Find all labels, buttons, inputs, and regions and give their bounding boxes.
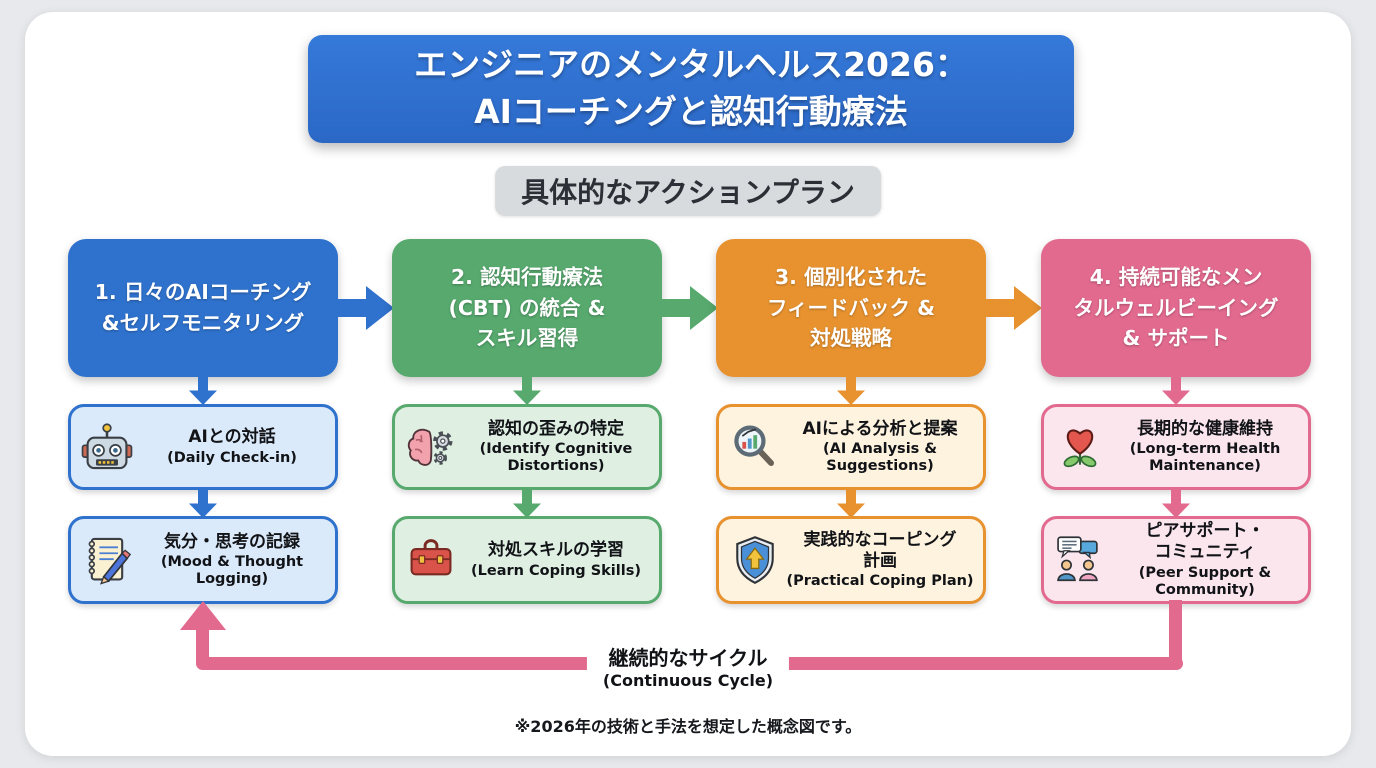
cycle-stem-right	[1169, 600, 1182, 664]
card-text: ピアサポート・ コミュニティ (Peer Support & Community…	[1108, 519, 1302, 601]
magnifier-chart-icon	[734, 425, 774, 466]
card-en-label: (Practical Coping Plan)	[786, 573, 974, 590]
card-en-label: (Mood & Thought Logging)	[160, 554, 304, 588]
cycle-label-en: (Continuous Cycle)	[602, 671, 774, 690]
title-line-1: エンジニアのメンタルヘルス2026：	[414, 45, 968, 85]
card-en-label: (Long-term Health Maintenance)	[1129, 441, 1281, 475]
card-en-label: (AI Analysis & Suggestions)	[823, 441, 937, 475]
card-jp-label: 実践的なコーピング	[803, 529, 957, 550]
card-text: AIとの対話 (Daily Check-in)	[135, 407, 329, 487]
card-identify-distortions: 認知の歪みの特定 (Identify Cognitive Distortions…	[392, 404, 662, 490]
step4-header-line: 4. 持続可能なメン	[1089, 264, 1263, 289]
card-en-label: (Peer Support & Community)	[1138, 564, 1272, 598]
flow-arrow-down-icon	[189, 489, 217, 518]
step3-header-line: 対処戦略	[810, 326, 892, 351]
flow-arrow-down-icon	[189, 376, 217, 405]
flow-arrow-down-icon	[1162, 489, 1190, 518]
card-jp-label: 気分・思考の記録	[164, 531, 300, 552]
subtitle-badge: 具体的なアクションプラン	[495, 166, 881, 216]
card-daily-checkin: AIとの対話 (Daily Check-in)	[68, 404, 338, 490]
step1-header: 1. 日々のAIコーチング &セルフモニタリング	[68, 239, 338, 377]
card-ai-analysis: AIによる分析と提案 (AI Analysis & Suggestions)	[716, 404, 986, 490]
content-card: エンジニアのメンタルヘルス2026： AIコーチングと認知行動療法 具体的なアク…	[25, 12, 1351, 756]
flow-arrow-down-icon	[513, 489, 541, 518]
card-text: 気分・思考の記録 (Mood & Thought Logging)	[135, 519, 329, 601]
card-jp-label: コミュニティ	[1154, 542, 1256, 563]
card-jp-label: ピアサポート・	[1145, 521, 1265, 542]
step2-header-line: スキル習得	[475, 326, 579, 351]
card-long-term-health: 長期的な健康維持 (Long-term Health Maintenance)	[1041, 404, 1311, 490]
card-learn-coping-skills: 対処スキルの学習 (Learn Coping Skills)	[392, 516, 662, 604]
card-jp-label: AIとの対話	[188, 427, 276, 448]
flow-arrow-right-icon	[984, 286, 1042, 330]
card-jp-label: AIによる分析と提案	[802, 418, 958, 439]
step2-header-line: 2. 認知行動療法	[450, 264, 604, 289]
footnote: ※2026年の技術と手法を想定した概念図です。	[514, 717, 862, 736]
people-chat-icon	[1057, 536, 1098, 582]
heart-plant-icon	[1063, 429, 1097, 468]
step4-header: 4. 持続可能なメン タルウェルビーイング & サポート	[1041, 239, 1311, 377]
card-en-label: (Daily Check-in)	[167, 449, 297, 466]
card-text: 長期的な健康維持 (Long-term Health Maintenance)	[1108, 407, 1302, 487]
step3-header-line: 3. 個別化された	[774, 264, 928, 289]
toolbox-icon	[410, 539, 452, 576]
flow-arrow-right-icon	[336, 286, 394, 330]
title-banner: エンジニアのメンタルヘルス2026： AIコーチングと認知行動療法	[308, 35, 1074, 143]
card-text: AIによる分析と提案 (AI Analysis & Suggestions)	[783, 407, 977, 487]
step1-header-line: 1. 日々のAIコーチング	[94, 280, 312, 305]
flow-arrow-down-icon	[1162, 376, 1190, 405]
robot-icon	[81, 423, 133, 470]
card-en-label: (Identify Cognitive Distortions)	[479, 441, 633, 475]
cycle-arrowhead-up-icon	[180, 601, 226, 630]
notebook-pencil-icon	[88, 537, 132, 585]
step3-header: 3. 個別化された フィードバック & 対処戦略	[716, 239, 986, 377]
card-jp-label: 計画	[863, 550, 897, 571]
card-jp-label: 認知の歪みの特定	[488, 418, 624, 439]
step1-header-line: &セルフモニタリング	[101, 311, 305, 335]
title-line-2: AIコーチングと認知行動療法	[474, 92, 908, 131]
card-en-label: (Learn Coping Skills)	[471, 562, 641, 579]
card-practical-coping-plan: 実践的なコーピング 計画 (Practical Coping Plan)	[716, 516, 986, 604]
card-mood-logging: 気分・思考の記録 (Mood & Thought Logging)	[68, 516, 338, 604]
step2-header-line: (CBT) の統合 &	[448, 295, 606, 320]
card-jp-label: 対処スキルの学習	[488, 540, 624, 561]
step4-header-line: タルウェルビーイング	[1073, 295, 1279, 320]
card-text: 認知の歪みの特定 (Identify Cognitive Distortions…	[459, 407, 653, 487]
flow-arrow-down-icon	[837, 376, 865, 405]
step4-header-line: & サポート	[1122, 326, 1230, 351]
brain-gears-icon	[407, 428, 453, 466]
card-jp-label: 長期的な健康維持	[1137, 418, 1273, 439]
cycle-label: 継続的なサイクル (Continuous Cycle)	[586, 645, 790, 692]
flow-arrow-right-icon	[660, 286, 718, 330]
step3-header-line: フィードバック &	[766, 295, 936, 320]
flow-arrow-down-icon	[837, 489, 865, 518]
flow-arrow-down-icon	[513, 376, 541, 405]
cycle-label-jp: 継続的なサイクル	[608, 646, 768, 670]
card-text: 実践的なコーピング 計画 (Practical Coping Plan)	[783, 519, 977, 601]
card-text: 対処スキルの学習 (Learn Coping Skills)	[459, 519, 653, 601]
card-peer-support: ピアサポート・ コミュニティ (Peer Support & Community…	[1041, 516, 1311, 604]
cycle-stem-left	[196, 628, 209, 664]
step2-header: 2. 認知行動療法 (CBT) の統合 & スキル習得	[392, 239, 662, 377]
shield-arrow-icon	[736, 536, 774, 584]
